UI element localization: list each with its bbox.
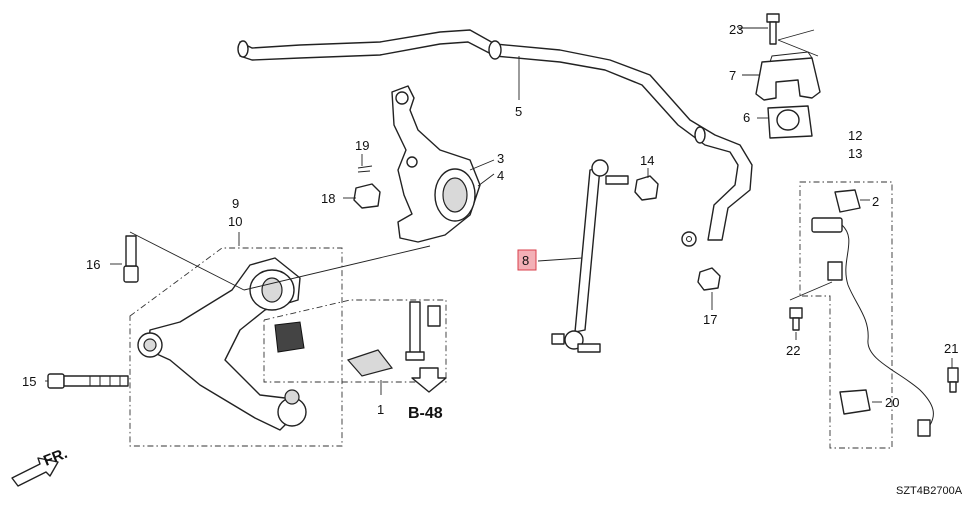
label-part-8-highlight[interactable] xyxy=(517,249,537,271)
reference-arrow[interactable]: B-48 xyxy=(408,367,447,422)
reference-label: B-48 xyxy=(408,405,443,422)
stabilizer-holder[interactable] xyxy=(755,51,821,101)
label-part-12: 12 xyxy=(848,128,862,143)
label-part-8: 8 xyxy=(522,253,529,268)
holder-bolt[interactable] xyxy=(766,13,780,45)
label-part-21: 21 xyxy=(944,341,958,356)
label-part-9: 9 xyxy=(232,196,239,211)
steering-knuckle[interactable] xyxy=(391,85,481,243)
leader-lines xyxy=(45,27,953,403)
label-part-13: 13 xyxy=(848,146,862,161)
link-nut-lower[interactable] xyxy=(697,267,721,291)
front-direction-marker: FR. xyxy=(11,445,70,487)
label-part-14: 14 xyxy=(640,153,654,168)
label-part-15: 15 xyxy=(22,374,36,389)
compliance-bushing-kit[interactable] xyxy=(274,301,441,377)
label-part-17: 17 xyxy=(703,312,717,327)
stabilizer-bar[interactable] xyxy=(237,29,753,247)
label-part-3: 3 xyxy=(497,151,504,166)
diagram-code: SZT4B2700A xyxy=(896,485,963,497)
label-part-10: 10 xyxy=(228,214,242,229)
lower-arm-rear-bolt[interactable] xyxy=(123,235,139,283)
sensor-connector[interactable] xyxy=(839,389,871,415)
sensor-bolt-small[interactable] xyxy=(947,367,959,393)
castle-nut[interactable] xyxy=(353,183,381,209)
stabilizer-bushing[interactable] xyxy=(767,105,813,139)
label-part-20: 20 xyxy=(885,395,899,410)
label-part-19: 19 xyxy=(355,138,369,153)
label-part-23: 23 xyxy=(729,22,743,37)
bushing-kit-group-box xyxy=(263,299,447,383)
label-part-22: 22 xyxy=(786,343,800,358)
part-labels: 1 2 3 4 5 6 7 8 9 10 12 13 14 15 16 17 1… xyxy=(22,22,958,417)
stabilizer-link[interactable] xyxy=(551,159,629,353)
wheel-speed-sensor[interactable] xyxy=(811,217,934,437)
label-part-4: 4 xyxy=(497,168,504,183)
lower-arm-front-bolt[interactable] xyxy=(47,373,129,389)
label-part-1: 1 xyxy=(377,402,384,417)
cotter-pin[interactable] xyxy=(357,165,373,173)
label-part-2: 2 xyxy=(872,194,879,209)
sensor-clip[interactable] xyxy=(834,189,861,213)
front-lower-arm[interactable] xyxy=(137,257,307,431)
lower-arm-group-box xyxy=(129,247,343,447)
label-part-7: 7 xyxy=(729,68,736,83)
label-part-5: 5 xyxy=(515,104,522,119)
sensor-group-box xyxy=(799,181,893,449)
link-nut-upper[interactable] xyxy=(634,175,659,201)
sensor-bolt[interactable] xyxy=(789,307,803,331)
label-part-16: 16 xyxy=(86,257,100,272)
front-marker-label: FR. xyxy=(41,445,70,470)
label-part-18: 18 xyxy=(321,191,335,206)
label-part-6: 6 xyxy=(743,110,750,125)
